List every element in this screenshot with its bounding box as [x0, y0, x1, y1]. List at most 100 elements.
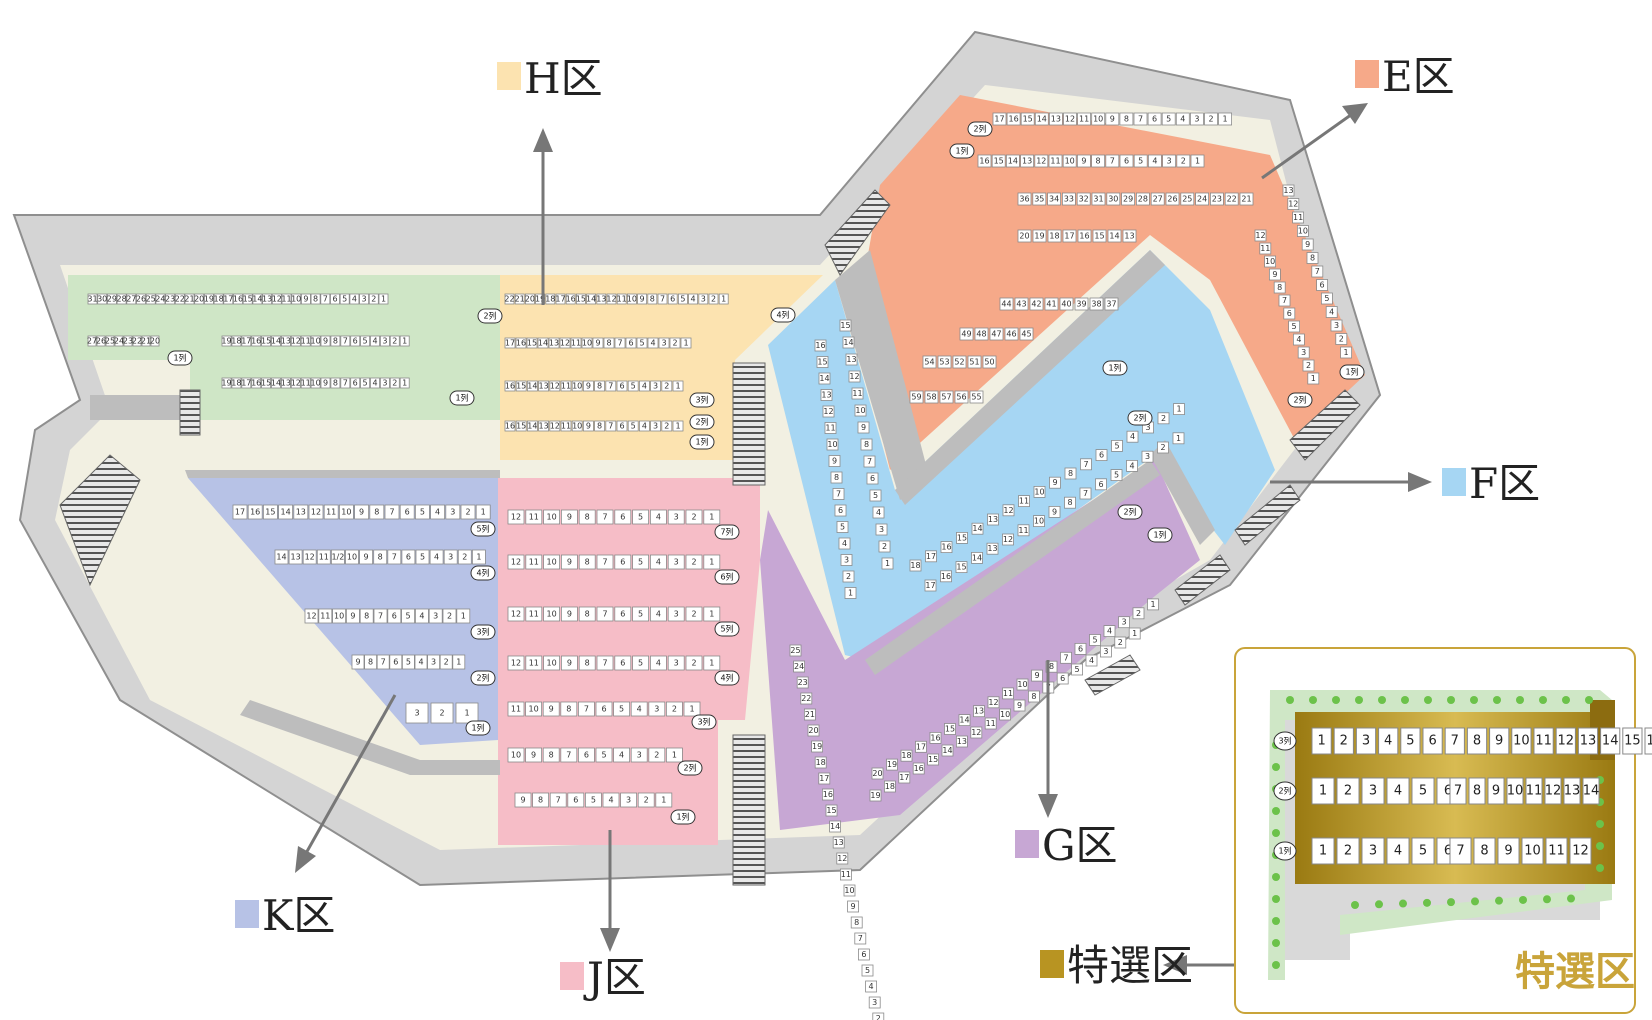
seat-box[interactable] — [878, 540, 891, 553]
seat[interactable]: 10 — [627, 293, 637, 305]
seat-box[interactable] — [308, 504, 324, 520]
seat[interactable]: 9 — [320, 335, 331, 347]
seat-box[interactable] — [832, 488, 845, 500]
seat-box[interactable] — [595, 701, 613, 717]
seat[interactable]: 16 — [504, 380, 516, 392]
seat[interactable]: 7 — [863, 455, 876, 468]
tokusen-seat-box[interactable] — [1545, 837, 1568, 865]
seat[interactable]: 2 — [1302, 359, 1315, 372]
seat[interactable]: 4 — [430, 504, 446, 520]
seat[interactable]: 12 — [987, 696, 1000, 709]
seat[interactable]: 14 — [1006, 154, 1020, 168]
seat-box[interactable] — [596, 509, 614, 525]
seat-box[interactable] — [439, 654, 453, 670]
seat[interactable]: 9 — [525, 747, 542, 763]
seat[interactable]: 40 — [1059, 297, 1074, 311]
seat[interactable]: 12 — [549, 420, 561, 432]
seat[interactable]: 4 — [602, 792, 620, 808]
seat-box[interactable] — [549, 420, 561, 432]
seat-box[interactable] — [1132, 607, 1145, 620]
seat[interactable]: 7 — [657, 293, 668, 305]
seat[interactable]: 1 — [672, 420, 684, 432]
seat[interactable]: 4 — [414, 654, 428, 670]
seat-box[interactable] — [1148, 154, 1162, 168]
seat[interactable]: 12 — [291, 377, 301, 389]
seat[interactable]: 21 — [804, 708, 816, 721]
seat[interactable]: 53 — [937, 355, 952, 369]
seat-box[interactable] — [869, 489, 882, 502]
seat-box[interactable] — [605, 380, 617, 392]
seat[interactable]: 7 — [596, 606, 614, 622]
seat-box[interactable] — [843, 884, 856, 897]
seat[interactable]: 11 — [617, 293, 627, 305]
seat[interactable]: 1 — [703, 554, 721, 570]
seat-box[interactable] — [667, 606, 685, 622]
zone-G-area[interactable] — [760, 460, 1200, 830]
seat-box[interactable] — [982, 355, 997, 369]
seat-box[interactable] — [1017, 229, 1032, 243]
seat-box[interactable] — [847, 900, 859, 913]
seat[interactable]: 13 — [1020, 154, 1034, 168]
seat[interactable]: 2 — [685, 554, 703, 570]
seat-box[interactable] — [970, 726, 983, 739]
tokusen-seat-box[interactable] — [1644, 727, 1652, 755]
seat[interactable]: 8 — [850, 916, 863, 929]
seat-box[interactable] — [401, 654, 415, 670]
seat[interactable]: 22 — [504, 293, 515, 305]
seat-box[interactable] — [1064, 496, 1076, 509]
tokusen-seat-box[interactable] — [1311, 837, 1335, 865]
seat[interactable]: 5 — [401, 654, 415, 670]
seat-box[interactable] — [581, 337, 593, 349]
seat-box[interactable] — [954, 390, 969, 404]
seat-box[interactable] — [304, 608, 319, 624]
seat-box[interactable] — [339, 293, 350, 305]
seat[interactable]: 47 — [989, 327, 1004, 341]
seat-box[interactable] — [221, 377, 232, 389]
seat-box[interactable] — [232, 504, 248, 520]
seat[interactable]: 1 — [471, 549, 486, 565]
tokusen-seat-box[interactable] — [1466, 727, 1488, 755]
seat[interactable]: 3 — [427, 654, 441, 670]
seat-box[interactable] — [1128, 627, 1141, 640]
tokusen-seat[interactable]: 11 — [1545, 837, 1568, 865]
seat-box[interactable] — [875, 523, 888, 536]
seat[interactable]: 19 — [535, 293, 545, 305]
tokusen-seat[interactable]: 5 — [1411, 777, 1435, 805]
seat[interactable]: 11 — [525, 554, 543, 570]
seat-box[interactable] — [1141, 450, 1154, 463]
seat[interactable]: 4 — [639, 420, 650, 432]
seat-box[interactable] — [1239, 192, 1254, 206]
seat-box[interactable] — [455, 702, 479, 724]
seat[interactable]: 9 — [354, 504, 370, 520]
seat-box[interactable] — [1278, 294, 1291, 307]
seat-box[interactable] — [1180, 192, 1195, 206]
seat-box[interactable] — [570, 337, 582, 349]
seat[interactable]: 6 — [387, 608, 402, 624]
seat-box[interactable] — [678, 293, 688, 305]
seat[interactable]: 3 — [1297, 346, 1310, 359]
seat[interactable]: 11 — [1077, 112, 1091, 126]
seat[interactable]: 12 — [1002, 504, 1015, 517]
seat[interactable]: 35 — [1032, 192, 1047, 206]
seat-box[interactable] — [350, 377, 361, 389]
seat-box[interactable] — [637, 293, 647, 305]
seat[interactable]: 9 — [1031, 669, 1043, 682]
seat-box[interactable] — [585, 792, 602, 808]
seat[interactable]: 9 — [542, 701, 560, 717]
tokusen-seat-box[interactable] — [1577, 727, 1599, 755]
seat-box[interactable] — [816, 356, 829, 368]
seat-box[interactable] — [370, 377, 380, 389]
seat[interactable]: 6 — [401, 549, 416, 565]
seat[interactable]: 1 — [672, 380, 684, 392]
seat[interactable]: 12 — [302, 549, 317, 565]
seat[interactable]: 5 — [401, 608, 416, 624]
tokusen-seat[interactable]: 4 — [1386, 837, 1410, 865]
seat[interactable]: 13 — [845, 353, 858, 366]
seat[interactable]: 9 — [583, 380, 594, 392]
seat[interactable]: 15 — [526, 337, 538, 349]
seat[interactable]: 31 — [1091, 192, 1106, 206]
seat[interactable]: 6 — [858, 948, 870, 961]
seat[interactable]: 12 — [1254, 229, 1267, 242]
seat-box[interactable] — [854, 932, 867, 945]
seat-box[interactable] — [844, 587, 857, 599]
